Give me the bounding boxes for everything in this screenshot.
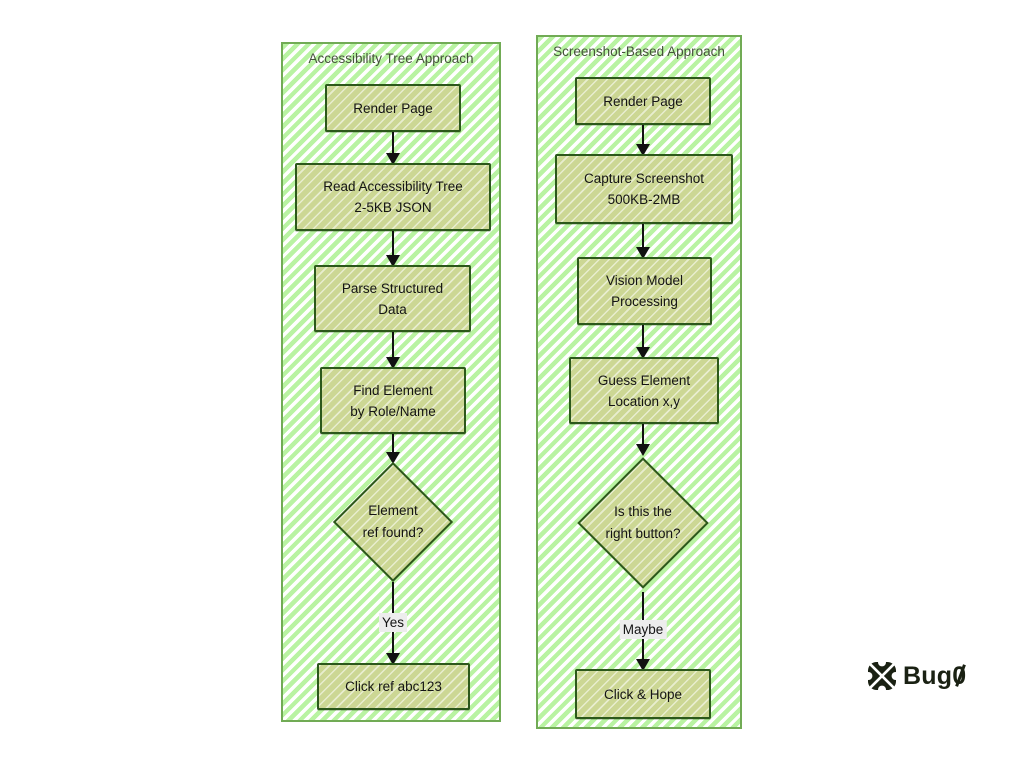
flow-arrow [642, 325, 644, 357]
flow-arrow [392, 332, 394, 367]
node-label: Guess Element [597, 372, 691, 388]
node-capture-screenshot: Capture Screenshot 500KB-2MB [555, 154, 733, 224]
node-label: Click ref abc123 [345, 679, 442, 694]
node-label: by Role/Name [350, 403, 436, 419]
flow-arrow [642, 424, 644, 454]
node-vision-model: Vision Model Processing [577, 257, 712, 325]
node-label: Click & Hope [603, 686, 683, 702]
node-label: Capture Screenshot [583, 171, 705, 186]
decision-label: Element ref found? [362, 503, 424, 540]
node-label: Processing [611, 294, 678, 309]
panel-title: Screenshot-Based Approach [553, 44, 725, 59]
bug0-pinwheel-icon [866, 660, 898, 692]
node-label: Parse Structured [341, 280, 444, 296]
flow-arrow [392, 132, 394, 163]
node-read-accessibility-tree: Read Accessibility Tree 2-5KB JSON [295, 163, 491, 231]
node-label: 500KB-2MB [607, 192, 681, 207]
node-label: Render Page [603, 93, 683, 109]
node-label: Read Accessibility Tree [323, 179, 463, 194]
node-label: Find Element [353, 382, 433, 398]
flow-arrow [642, 125, 644, 154]
node-label: Location x,y [607, 393, 681, 409]
decision-element-ref-found: Element ref found? [332, 461, 454, 583]
logo-slashed-zero: 0 [952, 661, 967, 690]
edge-label-maybe: Maybe [619, 620, 667, 639]
node-label: Vision Model [605, 273, 684, 288]
accessibility-tree-panel: Accessibility Tree Approach Render Page … [281, 42, 501, 722]
node-label: Data [378, 301, 407, 317]
flow-arrow [392, 434, 394, 462]
node-guess-element-location: Guess Element Location x,y [569, 357, 719, 424]
screenshot-based-panel: Screenshot-Based Approach Render Page Ca… [536, 35, 742, 729]
node-label: Render Page [353, 100, 433, 116]
flow-arrow [392, 231, 394, 265]
logo-text-prefix: Bug [903, 661, 953, 690]
node-render-page: Render Page [575, 77, 711, 125]
edge-label-yes: Yes [378, 613, 408, 632]
panel-title: Accessibility Tree Approach [308, 51, 474, 66]
node-parse-structured-data: Parse Structured Data [314, 265, 471, 332]
flow-arrow [642, 224, 644, 257]
decision-label: Is this the right button? [605, 504, 681, 541]
node-click-and-hope: Click & Hope [575, 669, 711, 719]
node-render-page: Render Page [325, 84, 461, 132]
decision-right-button: Is this the right button? [577, 454, 709, 592]
node-click-ref: Click ref abc123 [317, 663, 470, 710]
node-find-element: Find Element by Role/Name [320, 367, 466, 434]
node-label: 2-5KB JSON [354, 200, 432, 215]
